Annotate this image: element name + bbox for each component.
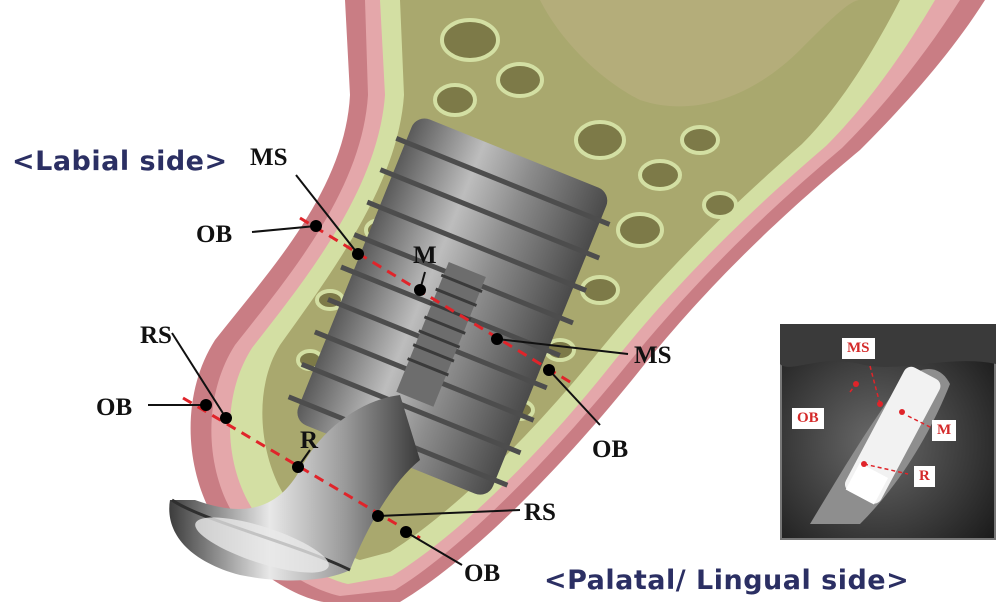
point-ms-right — [491, 333, 503, 345]
inset-label-m: M — [932, 420, 956, 441]
label-ms-right: MS — [634, 343, 672, 368]
palatal-side-title: <Palatal/ Lingual side> — [544, 565, 909, 596]
label-r: R — [300, 428, 318, 453]
point-ob-bottom — [400, 526, 412, 538]
labial-side-title: <Labial side> — [12, 146, 228, 177]
point-ob-lower-left — [200, 399, 212, 411]
inset-label-r: R — [914, 466, 935, 487]
cbct-inset: MS OB M R — [780, 324, 996, 540]
point-r — [292, 461, 304, 473]
point-ob-upper-left — [310, 220, 322, 232]
label-rs-left: RS — [140, 323, 172, 348]
label-ob-lower-left: OB — [96, 395, 132, 420]
label-ms-top: MS — [250, 145, 288, 170]
cbct-inset-image — [780, 324, 996, 540]
label-ob-upper-left: OB — [196, 222, 232, 247]
label-ob-right: OB — [592, 437, 628, 462]
label-m: M — [413, 243, 437, 268]
point-rs-left — [220, 412, 232, 424]
label-rs-right: RS — [524, 500, 556, 525]
point-m — [414, 284, 426, 296]
point-ob-right — [543, 364, 555, 376]
point-ms-upper — [352, 248, 364, 260]
inset-label-ob: OB — [792, 408, 824, 429]
point-rs-right — [372, 510, 384, 522]
label-ob-bottom: OB — [464, 561, 500, 586]
inset-label-ms: MS — [842, 338, 875, 359]
